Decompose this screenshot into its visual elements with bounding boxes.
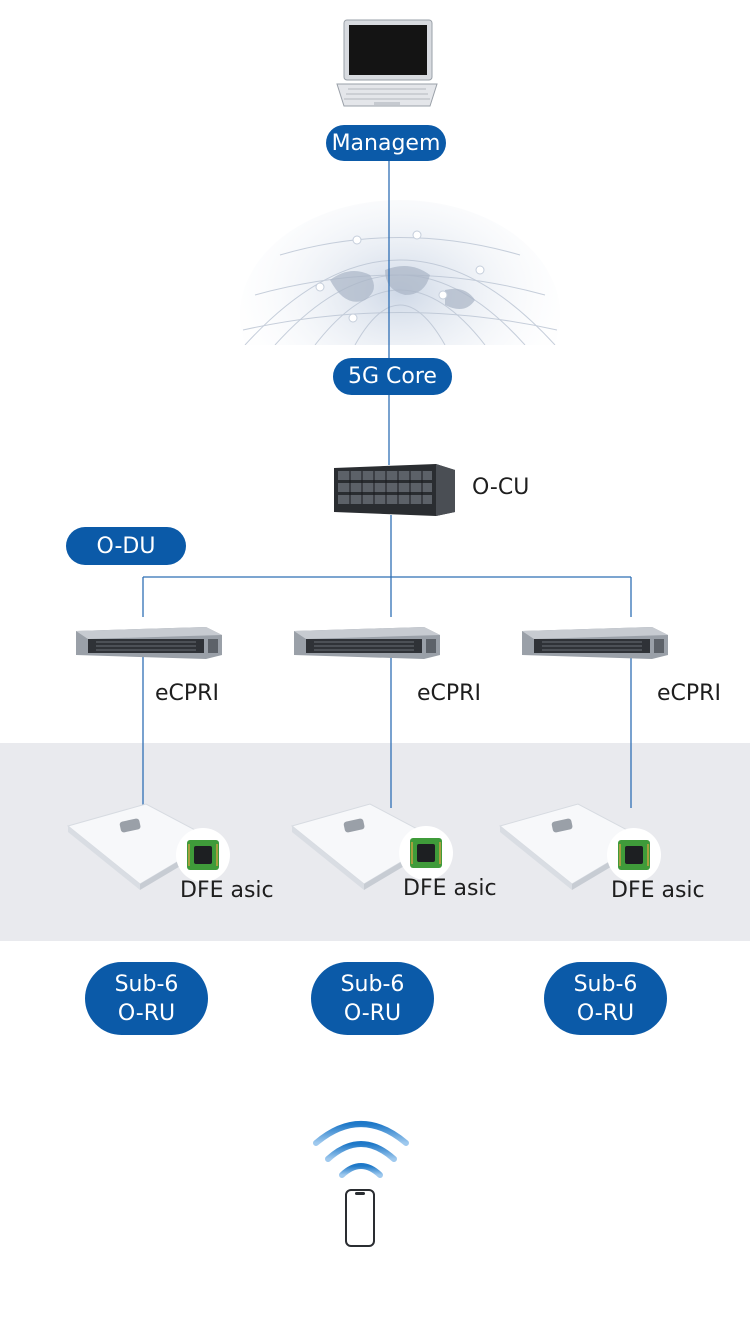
wifi-icon <box>313 1121 409 1178</box>
odu-node: O-DU <box>66 527 186 565</box>
interface-label: eCPRI <box>155 681 219 706</box>
radio-unit-band-label: Sub-6 <box>114 971 179 997</box>
laptop-icon <box>336 19 438 107</box>
radio-unit-band-label: Sub-6 <box>573 971 638 997</box>
radio-unit-label: O-RU <box>343 1000 402 1026</box>
chip-icon <box>607 828 661 882</box>
interface-label: eCPRI <box>657 681 721 706</box>
chip-label: DFE asic <box>180 878 274 903</box>
chip-label: DFE asic <box>611 878 705 903</box>
ocu-label: O-CU <box>472 475 530 500</box>
server-icon <box>294 627 440 659</box>
rack-server-icon <box>334 464 455 516</box>
chip-label: DFE asic <box>403 876 497 901</box>
management-label: Managem <box>331 130 441 156</box>
odu-label: O-DU <box>96 533 156 559</box>
radio-unit-label: O-RU <box>117 1000 176 1026</box>
core-node: 5G Core <box>333 358 452 395</box>
phone-icon <box>345 1189 375 1247</box>
radio-unit-band-label: Sub-6 <box>340 971 405 997</box>
server-icon <box>522 627 668 659</box>
core-label: 5G Core <box>348 364 437 389</box>
interface-label: eCPRI <box>417 681 481 706</box>
globe-icon <box>240 200 560 345</box>
server-icon <box>76 627 222 659</box>
management-node: Managem <box>326 125 446 161</box>
chip-icon <box>399 826 453 880</box>
radio-unit-label: O-RU <box>576 1000 635 1026</box>
chip-icon <box>176 828 230 882</box>
